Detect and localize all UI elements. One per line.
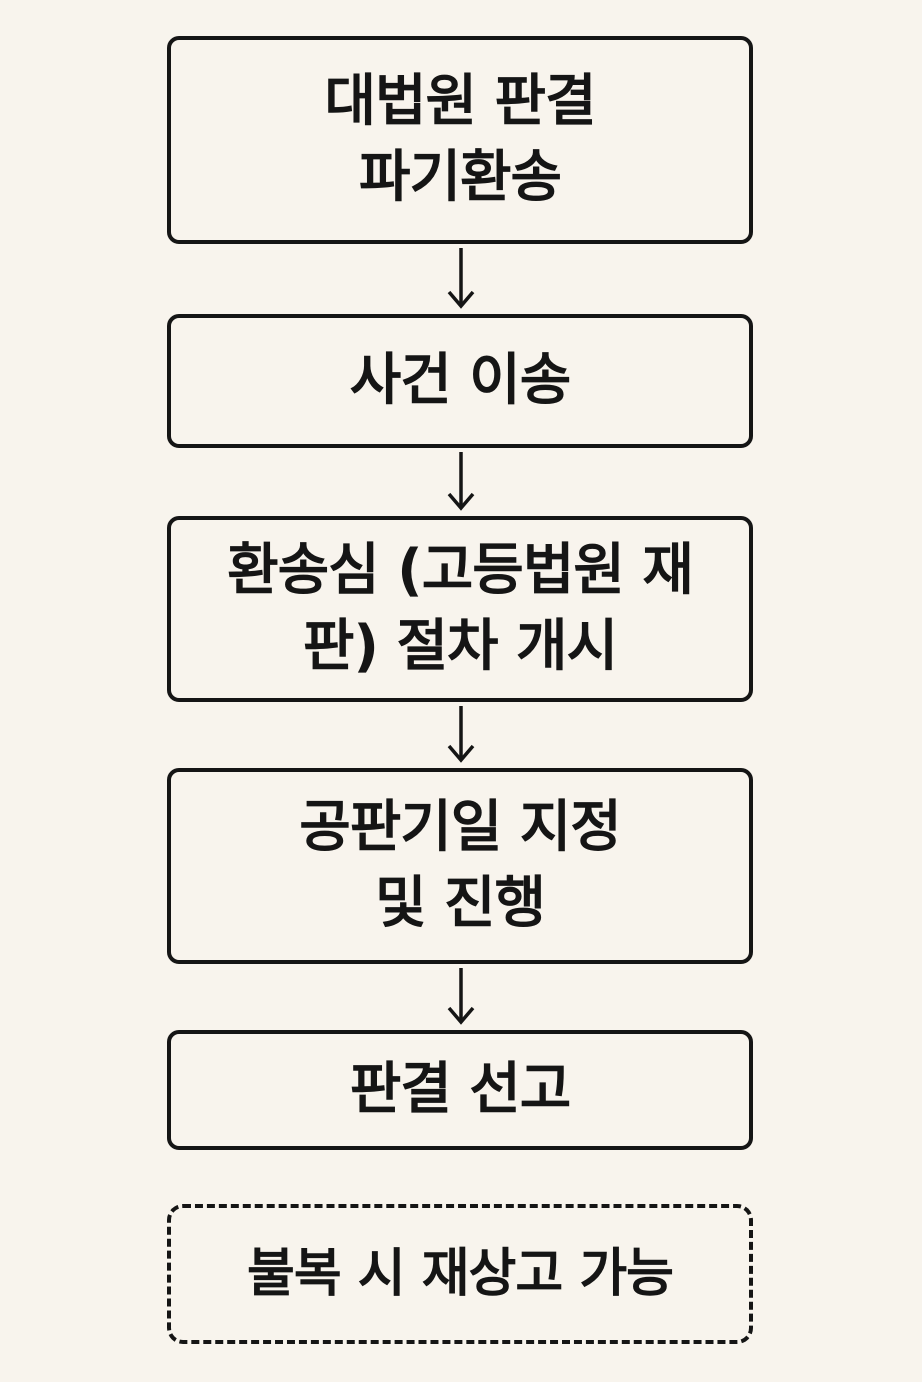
step-label: 공판기일 지정 및 진행 [299,795,622,936]
note-reappeal-possible: 불복 시 재상고 가능 [167,1204,753,1344]
step-label: 사건 이송 [349,348,572,413]
step-remand-trial-start: 환송심 (고등법원 재 판) 절차 개시 [167,516,753,702]
arrow-down-icon [446,964,476,1030]
step-case-transfer: 사건 이송 [167,314,753,448]
step-judgment: 판결 선고 [167,1030,753,1150]
step-supreme-court-remand: 대법원 판결 파기환송 [167,36,753,244]
step-label: 대법원 판결 파기환송 [324,69,596,210]
arrow-down-icon [446,702,476,768]
step-hearing-schedule: 공판기일 지정 및 진행 [167,768,753,964]
step-label: 환송심 (고등법원 재 판) 절차 개시 [227,538,694,679]
arrow-down-icon [446,448,476,516]
note-label: 불복 시 재상고 가능 [246,1244,674,1304]
arrow-down-icon [446,244,476,314]
step-label: 판결 선고 [349,1057,572,1122]
